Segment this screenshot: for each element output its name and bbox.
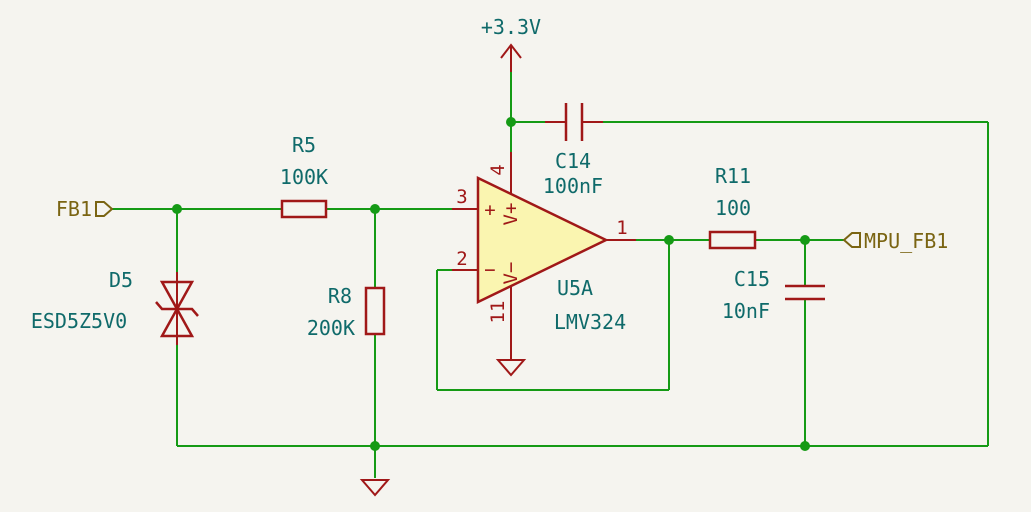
port-mpu-fb1-label: MPU_FB1 (864, 229, 948, 253)
junction-dot (800, 441, 810, 451)
c14-value: 100nF (543, 174, 603, 198)
diode-d5[interactable]: D5 ESD5Z5V0 (31, 268, 199, 345)
resistor-r8[interactable]: R8 200K (307, 284, 386, 340)
r8-ref: R8 (328, 284, 352, 308)
opamp-minus-sign: − (484, 259, 495, 281)
u5a-value: LMV324 (554, 310, 626, 334)
junction-dot (172, 204, 182, 214)
wires (112, 50, 989, 478)
opamp-body (476, 176, 609, 304)
d5-ref: D5 (109, 268, 133, 292)
opamp-pin-out: 1 (616, 217, 627, 239)
opamp-u5a[interactable]: 3 2 1 4 11 + − V+ V− U5A LMV324 (452, 152, 636, 334)
opamp-pin-vminus: 11 (487, 301, 509, 324)
port-mpu-fb1[interactable]: MPU_FB1 (842, 229, 948, 253)
ground-symbol-opamp (495, 330, 527, 377)
c15-value: 10nF (722, 299, 770, 323)
d5-value: ESD5Z5V0 (31, 309, 127, 333)
opamp-vplus-label: V+ (500, 203, 522, 226)
ground-symbol-main (359, 479, 391, 497)
opamp-pin-noninv: 3 (456, 186, 467, 208)
c15-ref: C15 (734, 267, 770, 291)
opamp-plus-sign: + (484, 199, 495, 221)
capacitor-c14[interactable]: C14 100nF (543, 103, 603, 198)
junction-dot (370, 204, 380, 214)
resistor-r11[interactable]: R11 100 (708, 164, 757, 250)
port-fb1-label: FB1 (56, 197, 92, 221)
junctions (172, 117, 810, 451)
u5a-ref: U5A (557, 276, 593, 300)
resistor-r5[interactable]: R5 100K (280, 133, 328, 219)
power-vcc-symbol: +3.3V (481, 15, 541, 72)
opamp-pin-vplus: 4 (487, 164, 509, 175)
r11-ref: R11 (715, 164, 751, 188)
r5-value: 100K (280, 165, 328, 189)
junction-dot (800, 235, 810, 245)
c14-ref: C14 (555, 149, 591, 173)
opamp-vminus-label: V− (500, 262, 522, 285)
junction-dot (370, 441, 380, 451)
r11-value: 100 (715, 196, 751, 220)
capacitor-c15[interactable]: C15 10nF (722, 267, 825, 323)
port-fb1[interactable]: FB1 (56, 197, 114, 221)
junction-dot (506, 117, 516, 127)
r8-value: 200K (307, 316, 355, 340)
r5-ref: R5 (292, 133, 316, 157)
junction-dot (664, 235, 674, 245)
opamp-pin-inv: 2 (456, 248, 467, 270)
power-vcc-label: +3.3V (481, 15, 541, 39)
